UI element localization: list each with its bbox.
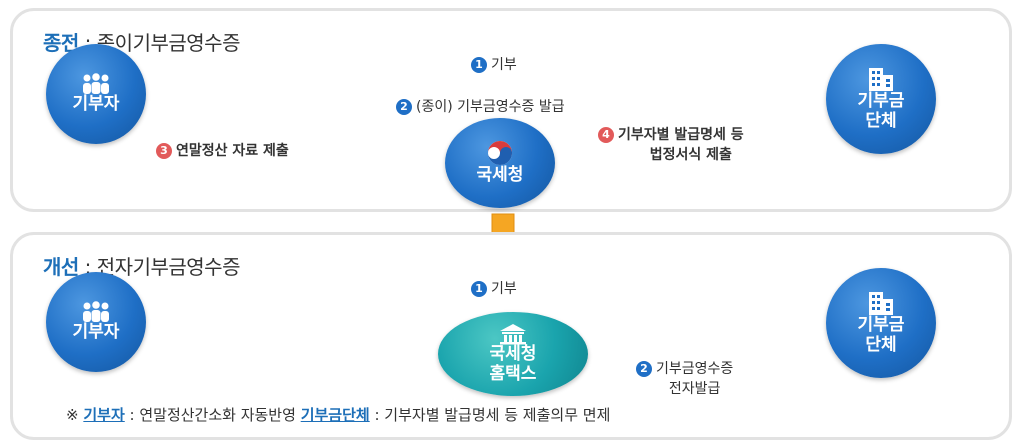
step2-label-before: 2(종이) 기부금영수증 발급: [396, 96, 565, 116]
taegeuk-icon: [488, 141, 512, 166]
building-icon: [869, 68, 893, 92]
people-icon: [83, 301, 109, 323]
node-nts-before: 국세청: [445, 118, 555, 208]
node-org-after: 기부금 단체: [826, 268, 936, 378]
heading-keyword: 개선: [43, 255, 79, 279]
government-building-icon: [500, 324, 526, 345]
note-org-keyword: 기부금단체: [300, 406, 370, 424]
node-org-before: 기부금 단체: [826, 44, 936, 154]
node-label: 기부자: [72, 94, 120, 115]
footnote: ※ 기부자 : 연말정산간소화 자동반영 기부금단체 : 기부자별 발급명세 등…: [66, 406, 611, 424]
node-label: 기부자: [72, 322, 120, 343]
heading-title: 전자기부금영수증: [96, 255, 241, 279]
node-nts-hometax-after: 국세청 홈택스: [438, 312, 588, 396]
node-label: 국세청: [476, 165, 524, 186]
node-donor-before: 기부자: [46, 44, 146, 144]
note-donor-keyword: 기부자: [83, 406, 125, 424]
people-icon: [83, 73, 109, 95]
node-donor-after: 기부자: [46, 272, 146, 372]
heading-after: 개선 : 전자기부금영수증: [43, 255, 241, 279]
building-icon: [869, 292, 893, 316]
